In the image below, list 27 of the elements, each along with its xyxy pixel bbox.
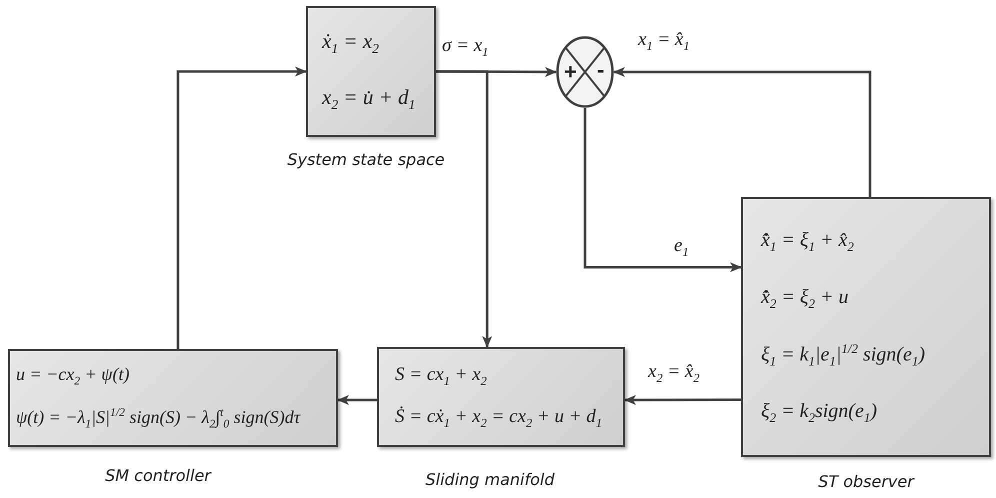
equation: ξ$_{2}$ = k$_{2}$sign(e$_{1}$) [761,399,878,426]
equation: ẋ$_{1}$ = x$_{2}$ [322,29,379,58]
equation: x̂̇$_{2}$ = ξ$_{2}$ + u [761,284,848,312]
sign-symbol: - [597,59,604,81]
arrow [613,67,872,197]
sign-symbol: + [564,61,577,83]
block-caption: SM controller [105,466,211,485]
arrow [584,108,742,272]
process-block [306,6,436,137]
process-block [741,197,991,457]
block-caption: ST observer [818,472,914,491]
equation: Ṡ = cẋ$_{1}$ + x$_{2}$ = cx$_{2}$ + u + d$_{1}$ [395,406,602,430]
equation: u = −cx$_{2}$ + ψ(t) [16,364,130,389]
process-block [8,349,338,447]
equation: S = cx$_{1}$ + x$_{2}$ [395,364,487,388]
equation: ψ(t) = −λ$_{1}$|S|$^{1/2}$ sign(S) − λ$_{2}$∫$^{t}$$_{0}$ sign(S)dτ [16,406,300,432]
summing-junction [556,36,614,108]
arrow [176,66,307,349]
arrow [436,70,492,348]
equation: ξ$_{1}$ = k$_{1}$|e$_{1}$|$^{1/2}$ sign(e$_{1}$) [761,341,926,370]
block-caption: Sliding manifold [425,470,555,489]
process-block [377,347,625,447]
arrow [624,394,741,405]
arrow [337,394,377,405]
block-caption: System state space [287,150,445,169]
equation: x$_{2}$ = u̇ + d$_{1}$ [322,84,416,114]
equation: x̂̇$_{1}$ = ξ$_{1}$ + x̂$_{2}$ [761,228,854,255]
